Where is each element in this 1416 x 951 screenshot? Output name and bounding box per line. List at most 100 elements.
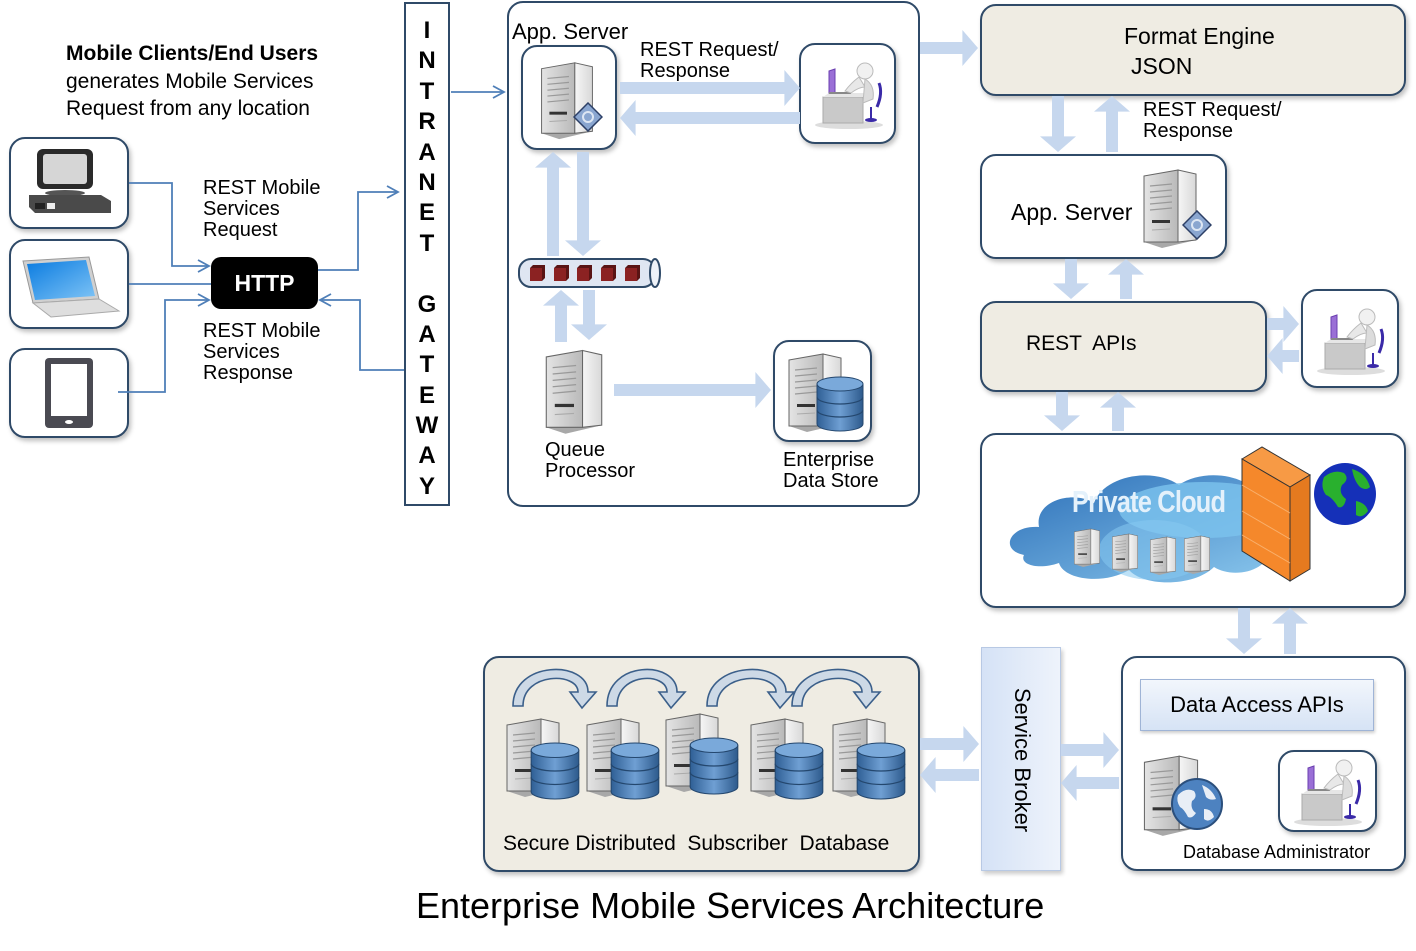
cloud-server-icon: [1148, 533, 1178, 582]
database-administrator-label: Database Administrator: [1183, 842, 1371, 862]
gateway-letter: N: [418, 47, 436, 75]
data-store-label-line1: Enterprise: [783, 449, 875, 471]
format-engine-json-label: JSON: [1131, 53, 1193, 79]
queue-message-block: [554, 265, 569, 281]
database-icon: [529, 742, 581, 800]
http-label: HTTP: [234, 269, 295, 296]
app-server-label: App. Server: [512, 19, 629, 44]
app2-to-format-arrow: [1094, 96, 1130, 152]
rest-apis-label: REST APIs: [1026, 332, 1137, 355]
clients-subheading-line1: generates Mobile Services: [66, 70, 314, 93]
data-access-apis-label: Data Access APIs: [1170, 692, 1344, 717]
cloud-server-icon: [1110, 530, 1140, 579]
queue-message-block: [577, 265, 592, 281]
globe-icon: [1314, 463, 1376, 525]
response-label-line2: Services: [203, 341, 280, 363]
person-at-desk-icon: [1311, 307, 1391, 377]
broker-to-dataaccess-arrow: [1061, 732, 1119, 768]
format-engine-node[interactable]: [980, 4, 1406, 96]
queue-processor-icon[interactable]: [534, 342, 614, 438]
desktop-to-http-connector: [129, 182, 211, 273]
laptop-icon: [22, 256, 121, 318]
database-administrator-node[interactable]: [1278, 750, 1377, 832]
service-broker-node[interactable]: Service Broker: [981, 647, 1061, 871]
cloud-to-rest-arrow: [1100, 392, 1136, 431]
rest-to-cloud-arrow: [1044, 392, 1080, 431]
dataaccess-to-cloud-arrow: [1272, 608, 1308, 654]
gateway-letter: A: [418, 320, 436, 348]
queue-message-block: [601, 265, 616, 281]
gateway-letter: E: [418, 199, 435, 227]
subscriber-to-broker-arrow: [920, 726, 979, 762]
database-icon: [815, 376, 865, 432]
gateway-letter: A: [418, 138, 436, 166]
api-developer-node[interactable]: [1301, 289, 1399, 388]
app2-to-rest-arrow: [1053, 259, 1089, 299]
cloud-server-icon: [1182, 532, 1212, 581]
subscriber-database-label: Secure Distributed Subscriber Database: [503, 832, 890, 855]
gateway-letter: E: [418, 381, 435, 409]
database-icon: [609, 742, 661, 800]
cloud-to-dataaccess-arrow: [1226, 608, 1262, 654]
queue-processor-label-line2: Processor: [545, 460, 636, 482]
gateway-letter: T: [419, 351, 435, 379]
data-store-label-line2: Data Store: [783, 470, 879, 492]
http-node[interactable]: HTTP: [211, 257, 318, 309]
tablet-to-http-connector: [118, 293, 211, 393]
gateway-to-http-connector: [318, 293, 404, 371]
private-cloud-label: Private Cloud: [1072, 484, 1226, 519]
queue-message-block: [625, 265, 640, 281]
rest-to-dev-arrow: [1267, 306, 1299, 342]
gateway-letter: I: [423, 17, 431, 44]
rest-apis-node[interactable]: [980, 301, 1267, 392]
tablet-icon: [45, 358, 93, 428]
person-at-desk-icon: [1288, 758, 1368, 828]
gateway-letter: T: [419, 229, 435, 257]
person-at-desk-icon: [809, 61, 889, 131]
cloud-server-icon: [1072, 525, 1102, 574]
developer-node[interactable]: [799, 43, 896, 144]
clients-heading: Mobile Clients/End Users: [66, 42, 319, 65]
gateway-letter: W: [415, 412, 439, 440]
gateway-letter: Y: [418, 472, 435, 500]
queue-message-block: [530, 265, 545, 281]
globe-icon: [1171, 778, 1223, 830]
enterprise-data-store-node[interactable]: [773, 340, 872, 442]
gateway-letter: [412, 259, 442, 289]
queue-processor-label-line1: Queue: [545, 439, 606, 461]
gear-card-icon: [1182, 210, 1212, 240]
gateway-letter: T: [419, 77, 435, 105]
clients-subheading-line2: Request from any location: [66, 97, 310, 120]
gateway-letter: N: [418, 168, 436, 196]
data-access-apis-node[interactable]: Data Access APIs: [1140, 679, 1374, 731]
format-to-app2-arrow: [1040, 96, 1076, 152]
response-label-line1: REST Mobile: [203, 320, 321, 342]
http-to-gateway-connector: [318, 185, 400, 271]
fe-rest-label-line2: Response: [1143, 120, 1234, 142]
rest-label-line2: Response: [640, 60, 731, 82]
private-cloud-node[interactable]: Private Cloud: [980, 433, 1406, 608]
message-queue-icon[interactable]: [517, 256, 663, 290]
database-icon: [773, 742, 825, 800]
format-engine-label: Format Engine: [1124, 23, 1275, 49]
client-tablet[interactable]: [9, 348, 129, 438]
broker-to-subscriber-arrow: [920, 757, 979, 793]
response-label-line3: Response: [203, 362, 294, 384]
client-laptop[interactable]: [9, 239, 129, 329]
app-server-2-node[interactable]: [980, 154, 1227, 259]
dataaccess-to-broker-arrow: [1061, 765, 1119, 801]
database-icon: [688, 737, 740, 795]
database-icon: [855, 742, 907, 800]
gateway-letter: A: [418, 442, 436, 470]
gateway-letter: G: [417, 290, 437, 318]
request-label-line2: Services: [203, 198, 280, 220]
fe-rest-label-line1: REST Request/: [1143, 99, 1282, 121]
firewall-icon: [1241, 446, 1311, 582]
rest-to-app2-arrow: [1108, 259, 1144, 299]
dev-to-rest-arrow: [1267, 338, 1299, 374]
client-desktop[interactable]: [9, 137, 129, 229]
app-server-node[interactable]: [521, 45, 617, 150]
app-server-2-label: App. Server: [1011, 199, 1133, 225]
gear-card-icon: [573, 102, 603, 132]
